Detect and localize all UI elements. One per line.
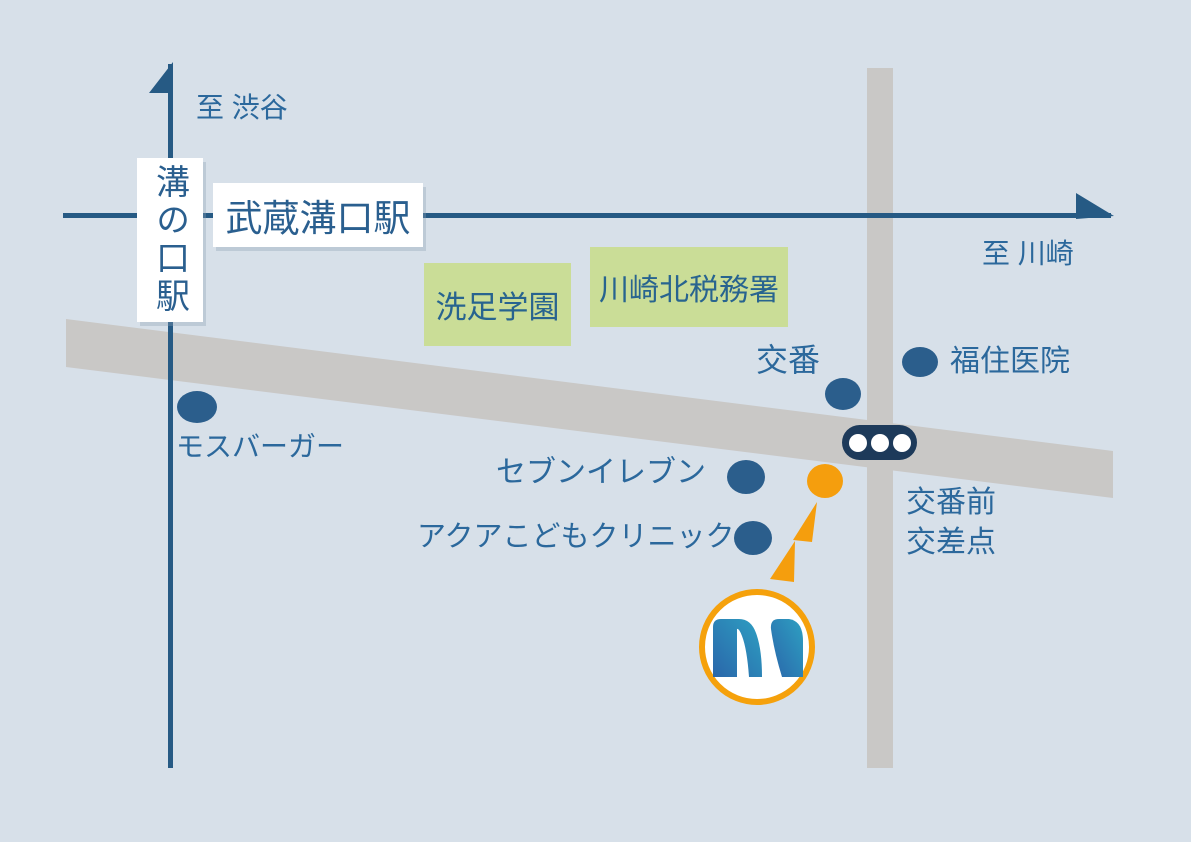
landmark-dot-aqua-clinic: [734, 521, 772, 555]
arrow-right-icon: [1076, 193, 1114, 219]
landmark-dot-koban: [825, 378, 861, 410]
building-box-senzoku-gakuen: 洗足学園: [424, 263, 571, 346]
intersection-label: 交番前 交差点: [906, 483, 996, 563]
traffic-light-lamp: [870, 433, 889, 452]
intersection-label-line2: 交差点: [906, 526, 996, 559]
road-vertical: [867, 68, 893, 768]
landmark-dot-mos-burger: [177, 391, 217, 423]
landmark-dot-fukuzumi-clinic: [902, 347, 938, 377]
traffic-light-icon: [842, 425, 917, 460]
railway-horizontal-line: [63, 213, 1111, 218]
dashed-arrow-up-icon: [770, 541, 795, 582]
arrow-up-icon: [149, 62, 173, 93]
building-box-tax-office: 川崎北税務署: [590, 247, 788, 327]
station-box-mizonokuchi: 溝の口駅: [137, 158, 203, 322]
direction-label-shibuya: 至 渋谷: [196, 92, 288, 123]
station-box-musashi-mizonokuchi: 武蔵溝口駅: [213, 183, 423, 247]
destination-dot: [807, 464, 843, 498]
landmark-dot-seven-eleven: [727, 460, 765, 494]
landmark-label-fukuzumi-clinic: 福住医院: [950, 345, 1070, 378]
traffic-light-lamp: [892, 433, 911, 452]
landmark-label-mos-burger: モスバーガー: [176, 431, 345, 462]
direction-label-kawasaki: 至 川崎: [982, 238, 1074, 269]
m-logo-icon: [699, 589, 815, 705]
landmark-label-koban: 交番: [756, 342, 821, 378]
dashed-arrow-up-icon: [793, 502, 817, 542]
railway-vertical-line: [168, 64, 173, 768]
landmark-label-aqua-clinic: アクアこどもクリニック: [417, 521, 735, 553]
intersection-label-line1: 交番前: [906, 486, 996, 519]
traffic-light-lamp: [848, 433, 867, 452]
landmark-label-seven-eleven: セブンイレブン: [496, 456, 706, 489]
